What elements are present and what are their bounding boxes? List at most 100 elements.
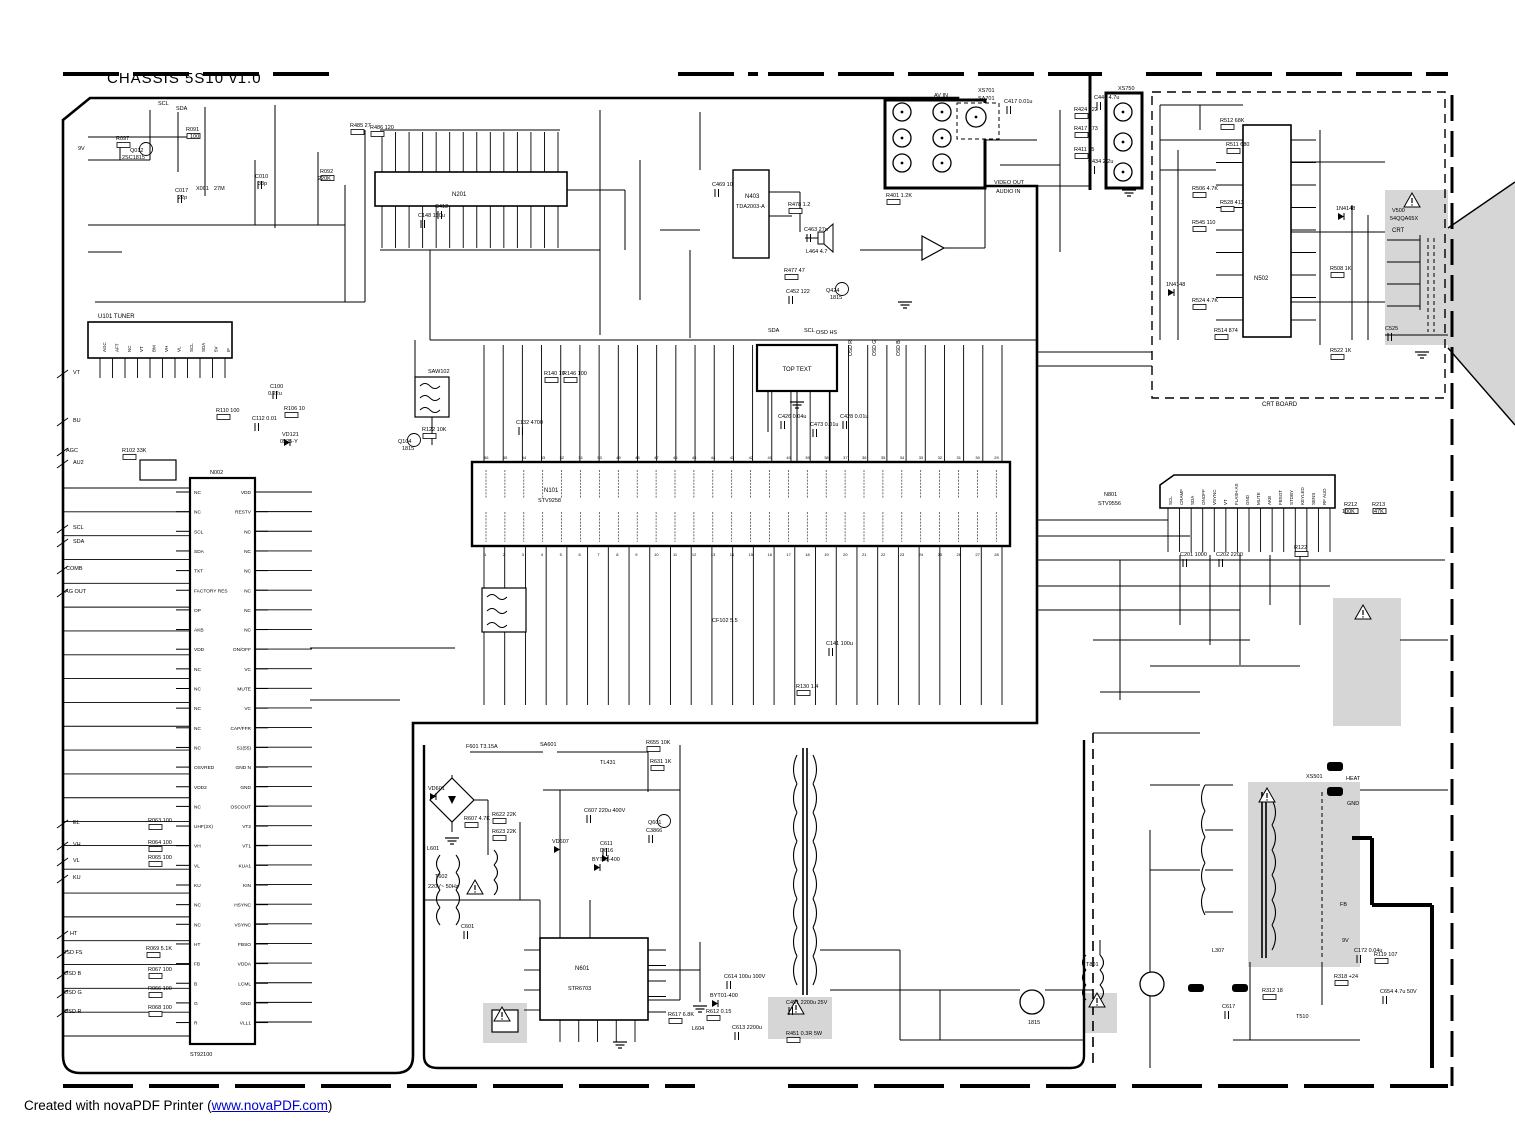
svg-text:OSCOUT: OSCOUT bbox=[230, 804, 251, 810]
svg-text:L464 4.7: L464 4.7 bbox=[806, 249, 827, 255]
svg-text:R312 18: R312 18 bbox=[1262, 988, 1283, 994]
svg-text:15: 15 bbox=[749, 552, 754, 557]
svg-text:SCL: SCL bbox=[804, 328, 815, 334]
svg-text:NC: NC bbox=[244, 549, 251, 555]
svg-text:L307: L307 bbox=[1212, 948, 1224, 954]
svg-text:R607 4.7K: R607 4.7K bbox=[464, 816, 490, 822]
svg-text:R092: R092 bbox=[320, 169, 333, 175]
svg-text:NC: NC bbox=[194, 667, 201, 673]
svg-text:C617: C617 bbox=[1222, 1004, 1235, 1010]
svg-text:36: 36 bbox=[862, 455, 867, 460]
svg-text:C417 0.01u: C417 0.01u bbox=[1004, 99, 1032, 105]
svg-text:STV9258: STV9258 bbox=[538, 498, 561, 504]
svg-text:5: 5 bbox=[560, 552, 563, 557]
svg-text:2: 2 bbox=[503, 552, 506, 557]
svg-text:16: 16 bbox=[768, 552, 773, 557]
svg-text:C601: C601 bbox=[461, 924, 474, 930]
svg-text:7: 7 bbox=[597, 552, 600, 557]
svg-text:31: 31 bbox=[957, 455, 962, 460]
svg-text:BU: BU bbox=[73, 418, 81, 424]
svg-text:NC: NC bbox=[194, 922, 201, 928]
novapdf-link[interactable]: www.novaPDF.com bbox=[211, 1098, 328, 1113]
svg-text:R522 1K: R522 1K bbox=[1330, 348, 1352, 354]
svg-text:45: 45 bbox=[692, 455, 697, 460]
svg-text:51: 51 bbox=[579, 455, 584, 460]
svg-text:NC: NC bbox=[194, 903, 201, 909]
svg-text:C434 2.2u: C434 2.2u bbox=[1088, 159, 1113, 165]
svg-text:33p: 33p bbox=[258, 181, 267, 187]
svg-text:47K: 47K bbox=[1374, 509, 1384, 515]
svg-text:CRT BOARD: CRT BOARD bbox=[1262, 402, 1298, 408]
svg-text:C3866: C3866 bbox=[646, 828, 662, 834]
svg-text:KEYLED: KEYLED bbox=[1300, 486, 1305, 505]
svg-text:53: 53 bbox=[541, 455, 546, 460]
svg-text:VSYNC: VSYNC bbox=[234, 922, 251, 928]
svg-text:U101 TUNER: U101 TUNER bbox=[98, 314, 135, 320]
svg-text:R063 100: R063 100 bbox=[148, 818, 172, 824]
svg-text:R318 +24: R318 +24 bbox=[1334, 974, 1358, 980]
svg-text:HT: HT bbox=[70, 931, 78, 937]
svg-text:VT1: VT1 bbox=[242, 844, 251, 850]
svg-text:XS701: XS701 bbox=[978, 88, 995, 94]
svg-text:OSD B: OSD B bbox=[896, 340, 902, 356]
svg-text:42: 42 bbox=[749, 455, 754, 460]
svg-text:CRT: CRT bbox=[1392, 228, 1405, 234]
svg-text:C452 122: C452 122 bbox=[786, 289, 810, 295]
svg-text:C613 2200u: C613 2200u bbox=[732, 1025, 762, 1031]
svg-text:SCL: SCL bbox=[189, 343, 194, 352]
svg-text:NC: NC bbox=[194, 687, 201, 693]
svg-text:FBSOT: FBSOT bbox=[1278, 490, 1283, 505]
svg-text:D616: D616 bbox=[600, 848, 613, 854]
svg-text:R508 1K: R508 1K bbox=[1330, 266, 1352, 272]
svg-text:FB: FB bbox=[194, 962, 200, 968]
svg-text:BM: BM bbox=[152, 345, 157, 352]
svg-text:0525-Y: 0525-Y bbox=[280, 439, 298, 445]
svg-text:C611: C611 bbox=[600, 841, 613, 847]
svg-text:Q104: Q104 bbox=[398, 439, 411, 445]
svg-text:GND: GND bbox=[240, 785, 251, 791]
svg-text:C451 2200u 25V: C451 2200u 25V bbox=[786, 1000, 828, 1006]
svg-text:XS501: XS501 bbox=[1306, 774, 1323, 780]
svg-text:VDD: VDD bbox=[194, 647, 205, 653]
svg-text:AV IN: AV IN bbox=[934, 93, 948, 99]
svg-text:NC: NC bbox=[194, 510, 201, 516]
svg-text:SA601: SA601 bbox=[540, 742, 557, 748]
svg-text:R212: R212 bbox=[1344, 502, 1357, 508]
svg-text:3: 3 bbox=[522, 552, 525, 557]
svg-text:220K: 220K bbox=[318, 176, 331, 182]
svg-text:HT: HT bbox=[194, 942, 200, 948]
svg-text:VIDEO OUT: VIDEO OUT bbox=[994, 180, 1025, 186]
svg-text:NC: NC bbox=[244, 569, 251, 575]
svg-text:R213: R213 bbox=[1372, 502, 1385, 508]
svg-text:C412: C412 bbox=[435, 204, 448, 210]
svg-text:OSVRED: OSVRED bbox=[194, 765, 215, 771]
svg-text:R514 874: R514 874 bbox=[1214, 328, 1238, 334]
svg-text:AGC: AGC bbox=[66, 448, 78, 454]
svg-text:C172 0.04u: C172 0.04u bbox=[1354, 948, 1382, 954]
svg-text:C469 10: C469 10 bbox=[712, 182, 733, 188]
svg-text:N002: N002 bbox=[210, 470, 223, 476]
svg-text:30: 30 bbox=[975, 455, 980, 460]
svg-text:R477 47: R477 47 bbox=[784, 268, 805, 274]
svg-text:GND: GND bbox=[1245, 494, 1250, 505]
svg-text:R631 1K: R631 1K bbox=[650, 759, 672, 765]
svg-text:FACTORY RES: FACTORY RES bbox=[194, 588, 228, 594]
svg-text:NC: NC bbox=[194, 726, 201, 732]
svg-text:CAP/FFR: CAP/FFR bbox=[230, 726, 251, 732]
svg-text:R655 10K: R655 10K bbox=[646, 740, 671, 746]
svg-text:RESTV: RESTV bbox=[235, 510, 252, 516]
svg-text:AKB: AKB bbox=[194, 628, 204, 634]
svg-text:VSYNC: VSYNC bbox=[1212, 489, 1217, 505]
svg-text:VH: VH bbox=[194, 844, 201, 850]
svg-text:VL: VL bbox=[73, 858, 80, 864]
svg-text:R417 473: R417 473 bbox=[1074, 126, 1098, 132]
svg-text:GND: GND bbox=[240, 1001, 251, 1007]
svg-text:R119 107: R119 107 bbox=[1374, 952, 1397, 958]
svg-text:KUA1: KUA1 bbox=[238, 863, 251, 869]
svg-text:C607 220u 400V: C607 220u 400V bbox=[584, 808, 626, 814]
svg-text:R478 1.2: R478 1.2 bbox=[788, 202, 810, 208]
svg-text:26: 26 bbox=[957, 552, 962, 557]
svg-text:R511 680: R511 680 bbox=[1226, 142, 1249, 148]
svg-text:NC: NC bbox=[244, 588, 251, 594]
